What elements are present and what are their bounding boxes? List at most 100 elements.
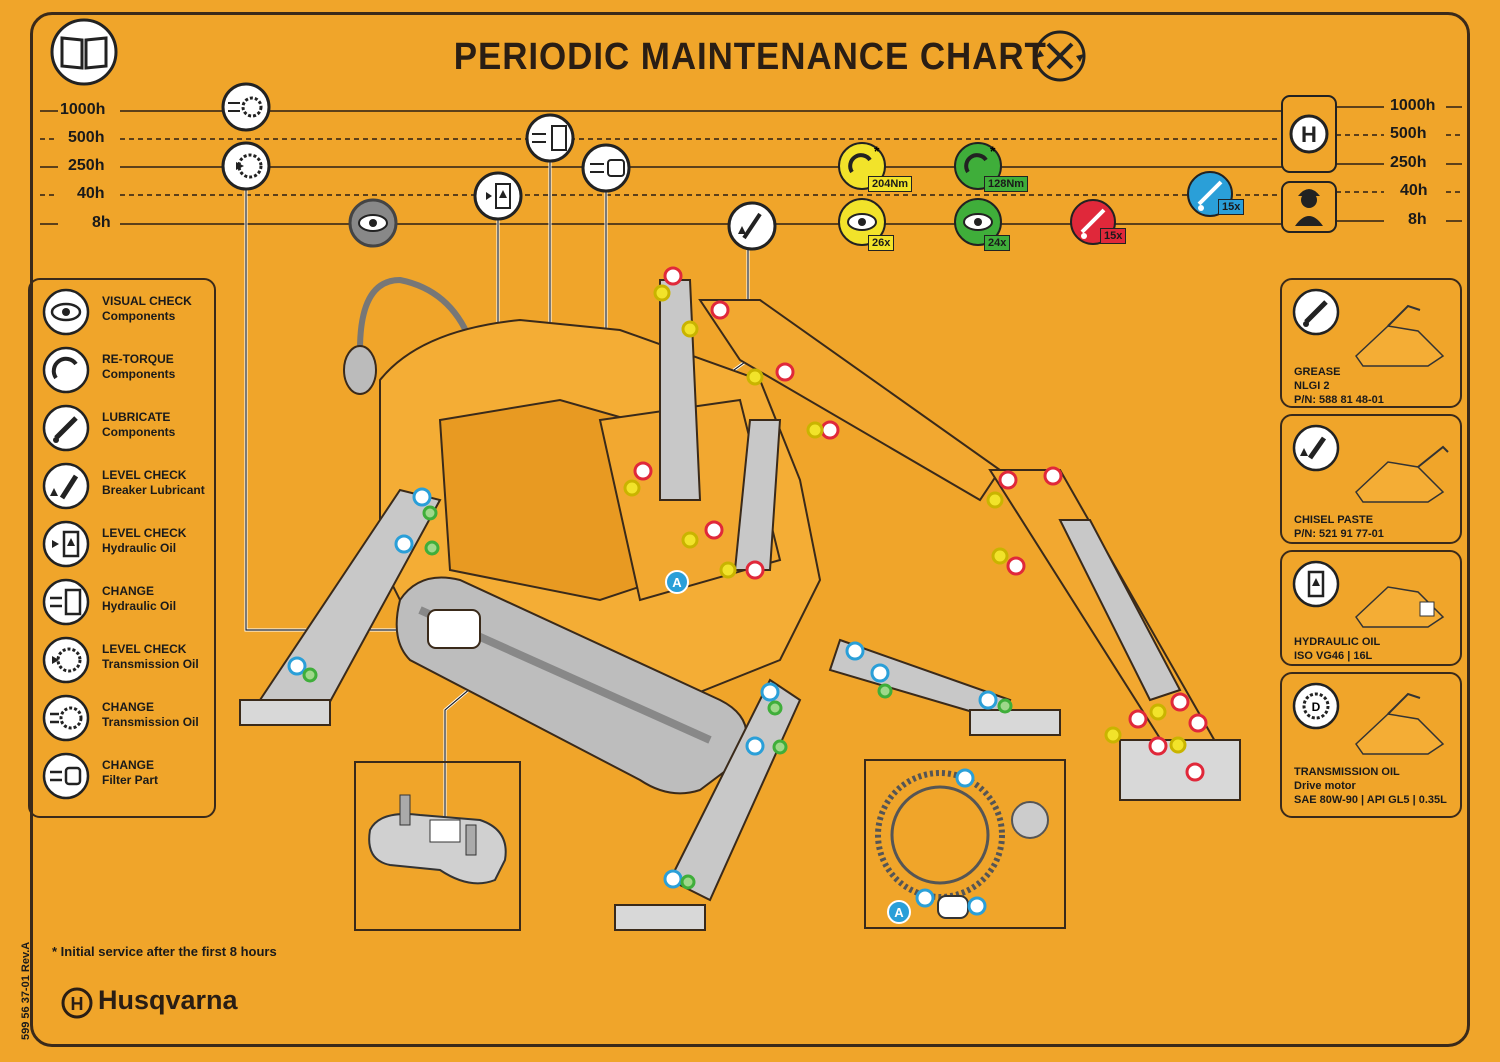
- legend-sublabel: Hydraulic Oil: [102, 599, 177, 613]
- legend-retorque: RE-TORQUE Components: [42, 346, 212, 396]
- filter-change-icon-250h: [581, 143, 631, 193]
- husqvarna-logo-icon: H: [61, 987, 93, 1019]
- interval-label-500h: 500h: [68, 129, 105, 146]
- legend-label: LEVEL CHECK: [102, 642, 187, 656]
- slewing-ring-inset: [864, 759, 1066, 929]
- visual-check-icon-8h: [348, 198, 398, 248]
- legend-breaker-lubricant: LEVEL CHECK Breaker Lubricant: [42, 462, 212, 512]
- svg-text:H: H: [1301, 122, 1317, 147]
- legend-label: VISUAL CHECK: [102, 294, 192, 308]
- hydraulic-oil-change-icon-500h: [525, 113, 575, 163]
- transmission-oil-change-icon: [42, 694, 90, 742]
- footnote: * Initial service after the first 8 hour…: [52, 944, 277, 959]
- transmission-oil-change-icon-1000h: [221, 82, 271, 132]
- eye-icon: [42, 288, 90, 336]
- transmission-oil-level-icon: [42, 636, 90, 684]
- legend-transmission-change: CHANGE Transmission Oil: [42, 694, 212, 744]
- legend-label: CHANGE: [102, 700, 155, 714]
- husqvarna-service-box: H: [1281, 95, 1337, 173]
- operator-box: [1281, 181, 1337, 233]
- legend-filter-change: CHANGE Filter Part: [42, 752, 212, 802]
- fluid-name: GREASE: [1294, 366, 1341, 378]
- machine-thumbnail: [1355, 692, 1445, 755]
- chisel-paste-icon: [1292, 424, 1340, 472]
- outer-frame: [30, 12, 1470, 1047]
- hydraulic-oil-level-icon-40h: [473, 171, 523, 221]
- legend-label: LEVEL CHECK: [102, 468, 187, 482]
- interval-label-right-250h: 250h: [1390, 154, 1427, 171]
- interval-label-right-40h: 40h: [1400, 182, 1428, 199]
- marker-a-inset: A: [887, 900, 911, 924]
- hydraulic-oil-change-icon: [42, 578, 90, 626]
- fluid-name: HYDRAULIC OIL: [1294, 636, 1381, 648]
- interval-label-250h: 250h: [68, 157, 105, 174]
- wrench-icon: [42, 346, 90, 394]
- fluid-panel-grease: GREASE NLGI 2 P/N: 588 81 48-01: [1280, 278, 1462, 408]
- svg-text:A: A: [672, 575, 682, 590]
- marker-a-machine: A: [665, 570, 689, 594]
- legend-label: LEVEL CHECK: [102, 526, 187, 540]
- legend-label: RE-TORQUE: [102, 352, 174, 366]
- fluid-panel-transmission-oil: D TRANSMISSION OIL Drive motor SAE 80W-9…: [1280, 672, 1462, 818]
- breaker-lubricant-level-icon-8h: [727, 201, 777, 251]
- interval-label-right-1000h: 1000h: [1390, 97, 1436, 114]
- transmission-oil-level-icon-250h: [221, 141, 271, 191]
- demolition-robot-illustration: [239, 276, 1241, 931]
- interval-label-right-8h: 8h: [1408, 211, 1427, 228]
- remote-control-inset: [354, 761, 521, 931]
- legend-transmission-level: LEVEL CHECK Transmission Oil: [42, 636, 212, 686]
- machine-thumbnail: [1355, 586, 1445, 628]
- legend-sublabel: Components: [102, 367, 176, 381]
- legend-hydraulic-change: CHANGE Hydraulic Oil: [42, 578, 212, 628]
- legend-hydraulic-level: LEVEL CHECK Hydraulic Oil: [42, 520, 212, 570]
- legend-sublabel: Breaker Lubricant: [102, 483, 205, 497]
- red-lubricate-tag: 15x: [1100, 228, 1127, 244]
- legend-visual-check: VISUAL CHECK Components: [42, 288, 212, 338]
- fluid-spec: ISO VG46 | 16L: [1294, 650, 1373, 662]
- service-tools-icon: [1034, 30, 1086, 82]
- green-visual-check-icon-8h: [954, 198, 1002, 246]
- green-visual-tag: 24x: [984, 235, 1011, 251]
- yellow-visual-check-icon-8h: [838, 198, 886, 246]
- legend-label: CHANGE: [102, 758, 155, 772]
- grease-gun-icon: [1292, 288, 1340, 336]
- machine-thumbnail: [1355, 445, 1449, 503]
- legend-sublabel: Hydraulic Oil: [102, 541, 177, 555]
- legend-label: CHANGE: [102, 584, 155, 598]
- green-torque-tag: 128Nm: [984, 176, 1029, 192]
- machine-thumbnail: [1355, 304, 1445, 367]
- legend-lubricate: LUBRICATE Components: [42, 404, 212, 454]
- filter-change-icon: [42, 752, 90, 800]
- yellow-visual-tag: 26x: [868, 235, 895, 251]
- fluid-part-number: P/N: 521 91 77-01: [1294, 528, 1384, 540]
- hydraulic-oil-icon: [1292, 560, 1340, 608]
- page-title: PERIODIC MAINTENANCE CHART: [453, 36, 1047, 78]
- grease-gun-icon: [42, 404, 90, 452]
- service-points: [287, 266, 1208, 916]
- yellow-torque-tag: 204Nm: [868, 176, 913, 192]
- legend-sublabel: Components: [102, 425, 176, 439]
- interval-label-8h: 8h: [92, 214, 111, 231]
- legend-sublabel: Transmission Oil: [102, 715, 199, 729]
- svg-text:*: *: [874, 143, 880, 159]
- interval-label-40h: 40h: [77, 185, 105, 202]
- fluid-usage: Drive motor: [1294, 780, 1356, 792]
- legend-label: LUBRICATE: [102, 410, 171, 424]
- brand-name: Husqvarna: [98, 985, 238, 1015]
- fluid-name: TRANSMISSION OIL: [1294, 766, 1400, 778]
- manual-book-icon: [50, 18, 118, 86]
- breaker-lubricant-icon: [42, 462, 90, 510]
- svg-text:H: H: [71, 994, 84, 1014]
- fluid-name: CHISEL PASTE: [1294, 514, 1374, 526]
- fluid-panel-hydraulic-oil: HYDRAULIC OIL ISO VG46 | 16L: [1280, 550, 1462, 666]
- fluid-part-number: P/N: 588 81 48-01: [1294, 394, 1384, 406]
- hydraulic-oil-level-icon: [42, 520, 90, 568]
- fluid-panel-chisel-paste: CHISEL PASTE P/N: 521 91 77-01: [1280, 414, 1462, 544]
- blue-lubricate-tag: 15x: [1218, 199, 1245, 215]
- svg-text:*: *: [990, 143, 996, 159]
- legend-sublabel: Filter Part: [102, 773, 159, 787]
- svg-text:D: D: [1312, 700, 1321, 714]
- svg-text:A: A: [894, 905, 904, 920]
